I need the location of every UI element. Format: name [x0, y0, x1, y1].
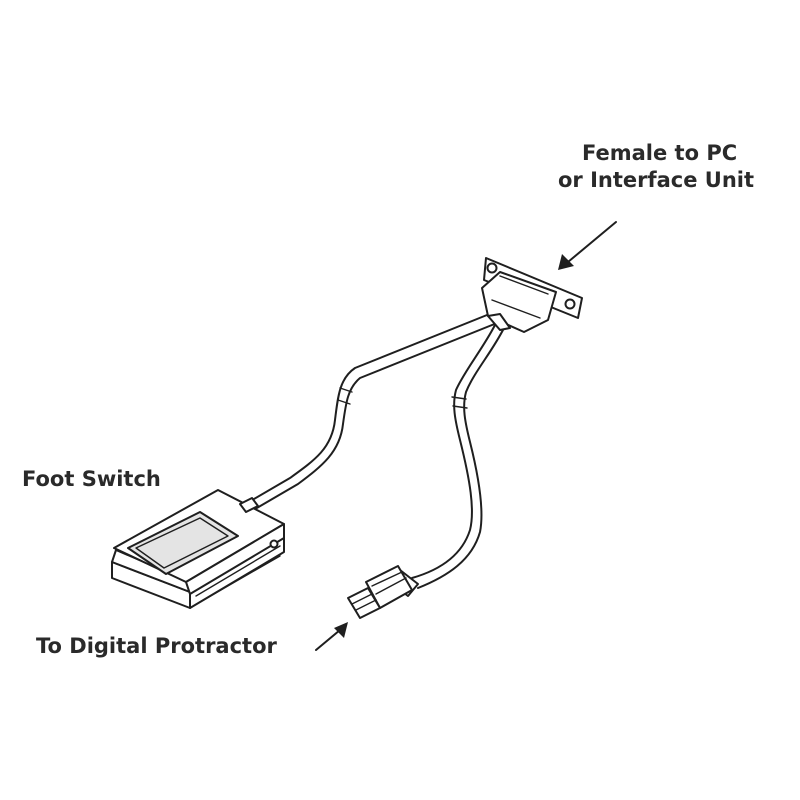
- protractor-cable: [411, 324, 505, 589]
- female-connector-label-line2: or Interface Unit: [558, 168, 755, 193]
- arrow-female-pointer: [558, 221, 617, 270]
- protractor-plug: [347, 565, 419, 619]
- foot-switch-cable: [241, 312, 498, 513]
- foot-switch-label: Foot Switch: [22, 467, 161, 491]
- female-connector-label: Female to PC or Interface Unit: [558, 140, 754, 195]
- foot-switch: [111, 489, 285, 609]
- female-connector-label-line1: Female to PC: [582, 141, 738, 165]
- db25-connector: [481, 257, 583, 333]
- arrow-protractor-pointer: [315, 622, 348, 651]
- protractor-label: To Digital Protractor: [36, 634, 277, 658]
